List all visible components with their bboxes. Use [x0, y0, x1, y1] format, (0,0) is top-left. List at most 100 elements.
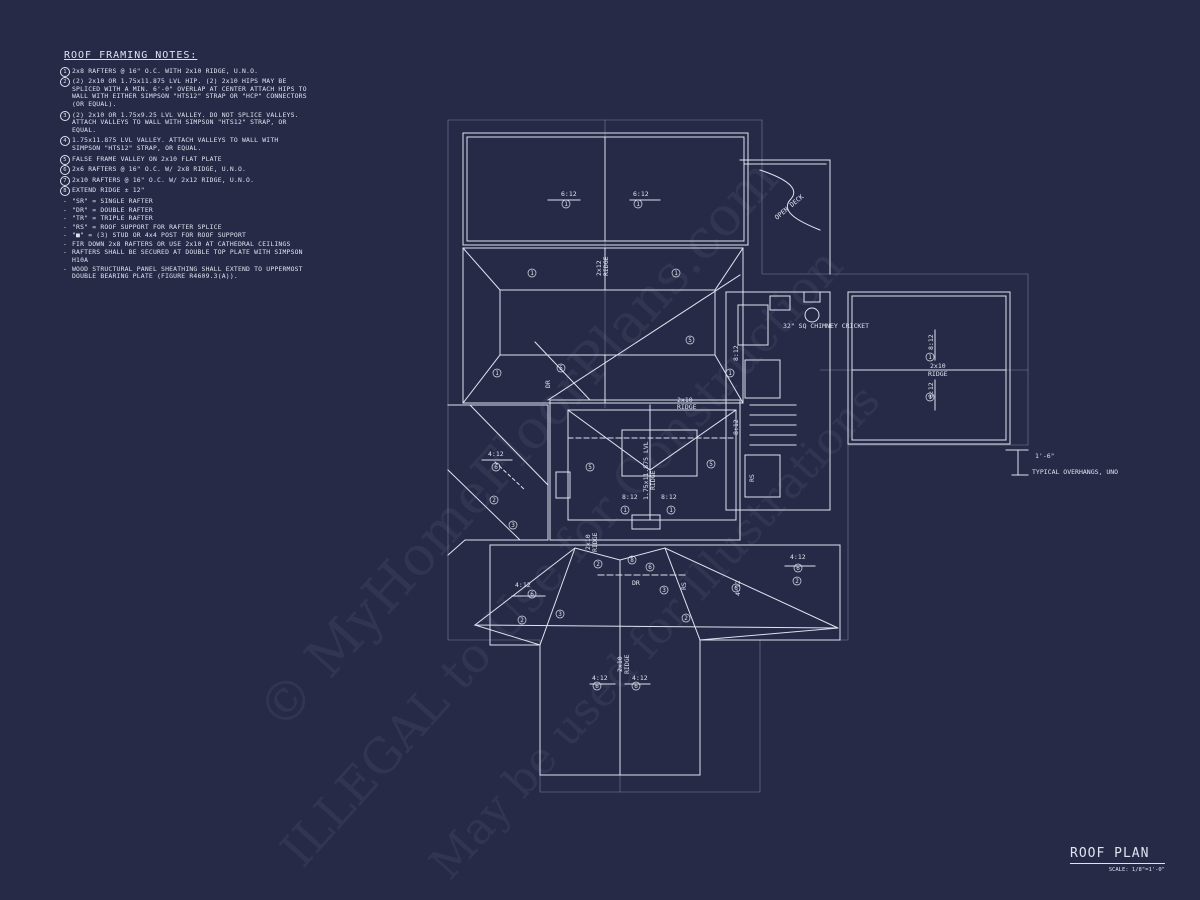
framing-tag: 1 — [925, 392, 935, 402]
svg-text:5: 5 — [559, 365, 563, 372]
note-text: 2x8 RAFTERS @ 16" O.C. WITH 2x10 RIDGE, … — [72, 66, 259, 75]
slope-label: 8:12 — [732, 419, 740, 435]
ridge-label: RIDGE — [649, 470, 657, 490]
note-number: 4 — [60, 136, 70, 147]
slope-label: 8:12 — [927, 334, 935, 350]
framing-tag: 6 — [631, 681, 641, 691]
note-number: 5 — [60, 154, 70, 165]
note-item: 3(2) 2x10 OR 1.75x9.25 LVL VALLEY. DO NO… — [60, 110, 310, 135]
lower-left-wing — [447, 404, 549, 556]
svg-text:3: 3 — [558, 611, 562, 618]
framing-tag: 5 — [585, 462, 595, 472]
deck-curve — [759, 169, 821, 231]
lvl-label: 1.75x11.875 LVL — [642, 441, 650, 500]
note-text: FALSE FRAME VALLEY ON 2x10 FLAT PLATE — [72, 154, 222, 163]
svg-text:6: 6 — [530, 591, 534, 598]
note-bullet: WOOD STRUCTURAL PANEL SHEATHING SHALL EX… — [60, 265, 310, 281]
slope-label: 6:12 — [633, 190, 649, 198]
svg-text:6: 6 — [796, 565, 800, 572]
svg-text:2: 2 — [684, 615, 688, 622]
svg-text:2: 2 — [596, 561, 600, 568]
plan-title: ROOF PLAN — [1070, 846, 1165, 864]
ridge-size: 2x10 — [930, 362, 946, 370]
framing-tag: 3 — [659, 585, 669, 595]
framing-tag: 6 — [527, 589, 537, 599]
ridge-size: 2x10 — [616, 656, 624, 672]
note-bullet: "DR" = DOUBLE RAFTER — [60, 206, 310, 215]
plan-scale: SCALE: 1/8"=1'-0" — [1108, 867, 1165, 873]
svg-text:2: 2 — [520, 617, 524, 624]
svg-text:1: 1 — [928, 394, 932, 401]
slope-label: 4:12 — [790, 553, 806, 561]
note-text: (2) 2x10 OR 1.75x9.25 LVL VALLEY. DO NOT… — [72, 110, 299, 134]
dr-label: DR — [544, 380, 552, 388]
framing-tag: 5 — [685, 335, 695, 345]
svg-text:1: 1 — [564, 201, 568, 208]
svg-text:5: 5 — [688, 337, 692, 344]
framing-tag: 6 — [793, 563, 803, 573]
dr-label: DR — [632, 579, 640, 587]
slope-label: 8:12 — [927, 382, 935, 398]
valley-line — [547, 274, 741, 401]
slope-label: 4:12 — [632, 674, 648, 682]
right-wing-roof — [847, 291, 1029, 476]
main-hip-roof — [462, 247, 744, 404]
middle-roof — [549, 399, 741, 541]
note-bullet: FIR DOWN 2x8 RAFTERS OR USE 2x10 AT CATH… — [60, 240, 310, 249]
svg-text:6: 6 — [648, 564, 652, 571]
rs-label: RS — [748, 474, 756, 482]
svg-text:6: 6 — [734, 585, 738, 592]
slope-label: 4:12 — [734, 580, 742, 596]
slope-label: 8:12 — [732, 345, 740, 361]
reference-outline — [447, 119, 1029, 793]
note-text: 1.75x11.875 LVL VALLEY. ATTACH VALLEYS T… — [72, 136, 279, 152]
framing-tag: 2 — [489, 495, 499, 505]
svg-text:6: 6 — [494, 464, 498, 471]
ridge-size: 2x10 — [677, 396, 693, 404]
note-bullet: RAFTERS SHALL BE SECURED AT DOUBLE TOP P… — [60, 249, 310, 264]
framing-tag: 6 — [592, 681, 602, 691]
framing-tag: 2 — [681, 613, 691, 623]
note-bullet: "RS" = ROOF SUPPORT FOR RAFTER SPLICE — [60, 223, 310, 232]
svg-text:1: 1 — [636, 201, 640, 208]
slope-label: 6:12 — [561, 190, 577, 198]
note-text: (2) 2x10 OR 1.75x11.875 LVL HIP. (2) 2x1… — [72, 77, 307, 108]
framing-tag: 1 — [925, 352, 935, 362]
framing-tag: 2 — [593, 559, 603, 569]
slope-arrows — [481, 199, 936, 685]
framing-tag: 3 — [508, 520, 518, 530]
svg-text:5: 5 — [709, 461, 713, 468]
stair-core — [725, 291, 831, 511]
open-deck-label: OPEN DECK — [773, 193, 805, 222]
svg-text:2: 2 — [795, 578, 799, 585]
svg-text:1: 1 — [530, 270, 534, 277]
framing-tag: 1 — [671, 268, 681, 278]
framing-tag: 2 — [792, 576, 802, 586]
framing-tag: 8 — [627, 555, 637, 565]
slope-label: 4:12 — [488, 450, 504, 458]
svg-text:8: 8 — [630, 557, 634, 564]
note-item: 2(2) 2x10 OR 1.75x11.875 LVL HIP. (2) 2x… — [60, 77, 310, 108]
overhang-dim: 1'-6" — [1035, 452, 1055, 460]
framing-tag: 3 — [555, 609, 565, 619]
framing-tag: 1 — [633, 199, 643, 209]
note-bullet: "TR" = TRIPLE RAFTER — [60, 214, 310, 223]
framing-tag: 6 — [731, 583, 741, 593]
slope-label: 8:12 — [661, 493, 677, 501]
note-text: EXTEND RIDGE ± 12" — [72, 186, 145, 195]
framing-tag: 1 — [492, 368, 502, 378]
framing-tag: 1 — [620, 505, 630, 515]
note-number: 3 — [60, 110, 70, 121]
ridge-size: 2x10 — [584, 534, 592, 550]
svg-text:1: 1 — [674, 270, 678, 277]
svg-text:3: 3 — [662, 587, 666, 594]
ridge-label: RIDGE — [677, 403, 697, 411]
framing-tag: 1 — [725, 368, 735, 378]
